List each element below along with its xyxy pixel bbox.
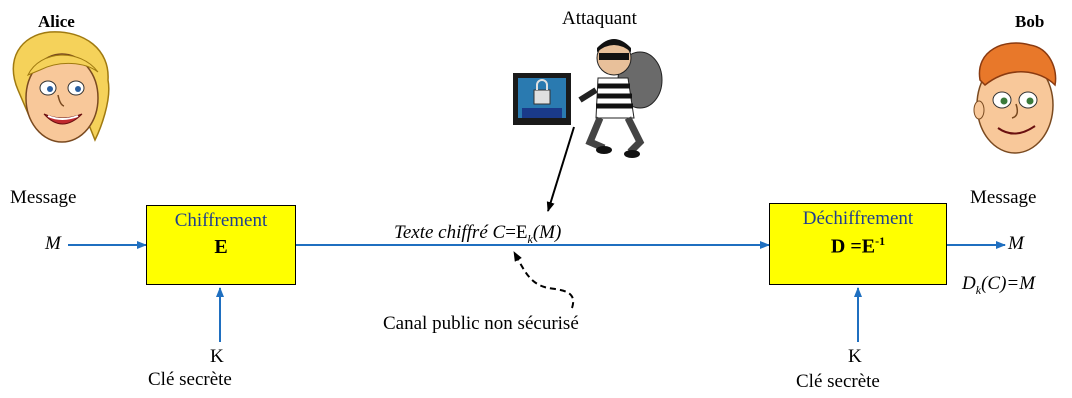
encryption-box: Chiffrement E [146, 205, 296, 285]
decryption-box: Déchiffrement D =E-1 [769, 203, 947, 285]
ciphertext-label: Texte chiffré C=Ek(M) [394, 222, 562, 246]
channel-pointer-arrow [513, 251, 575, 309]
alice-label: Alice [38, 12, 75, 31]
decryption-title: Déchiffrement [802, 208, 914, 229]
decryption-symbol: D =E-1 [830, 234, 886, 258]
right-message-label: Message [970, 187, 1037, 208]
computer-lock-icon [513, 73, 571, 125]
bob-face-icon [973, 42, 1057, 154]
attack-arrow [546, 126, 575, 212]
output-m: M [1008, 233, 1024, 254]
bob-label: Bob [1015, 12, 1045, 31]
encryption-symbol: E [214, 236, 228, 258]
attacker-label: Attaquant [562, 8, 637, 29]
input-m: M [45, 233, 61, 254]
decrypt-equation: Dk(C)=M [962, 273, 1036, 297]
left-message-label: Message [10, 187, 77, 208]
alice-face-icon [12, 31, 110, 143]
thief-icon [578, 39, 663, 158]
right-key-label: Clé secrète [796, 371, 880, 392]
left-key-label: Clé secrète [148, 369, 232, 390]
left-key-symbol: K [210, 346, 224, 367]
public-channel-label: Canal public non sécurisé [383, 313, 579, 334]
encryption-title: Chiffrement [174, 210, 268, 231]
right-key-symbol: K [848, 346, 862, 367]
